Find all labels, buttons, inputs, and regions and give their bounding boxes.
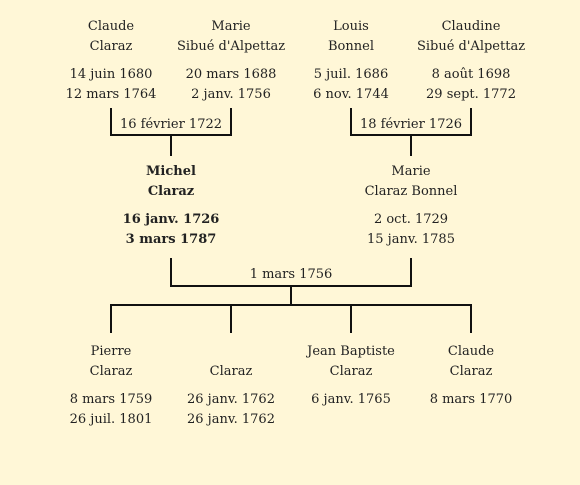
child-4: Claude Claraz 8 mars 1770	[406, 342, 536, 410]
grandparent-4-death: 29 sept. 1772	[426, 87, 516, 102]
child-2: Claraz 26 janv. 1762 26 janv. 1762	[166, 342, 296, 430]
parent-father-birth: 16 janv. 1726	[122, 212, 220, 227]
child-4-last-name: Claraz	[449, 364, 493, 379]
parent-father-last-name: Claraz	[147, 184, 195, 199]
marriage-date-left: 16 février 1722	[119, 117, 223, 132]
marriage-date-parents: 1 mars 1756	[249, 267, 333, 282]
grandparent-4-last-name: Sibué d'Alpettaz	[416, 39, 526, 54]
parent-mother-death: 15 janv. 1785	[367, 232, 455, 247]
child-3-birth: 6 janv. 1765	[311, 392, 391, 407]
grandparent-2: Marie Sibué d'Alpettaz 20 mars 1688 2 ja…	[166, 17, 296, 105]
parent-father: Michel Claraz 16 janv. 1726 3 mars 1787	[106, 162, 236, 250]
grandparent-4-first-name: Claudine	[441, 19, 501, 34]
grandparent-3-first-name: Louis	[333, 19, 369, 34]
parent-father-first-name: Michel	[146, 164, 196, 179]
grandparent-1-birth: 14 juin 1680	[69, 67, 153, 82]
child-4-birth: 8 mars 1770	[429, 392, 513, 407]
child-1-first-name: Pierre	[90, 344, 132, 359]
child-2-death: 26 janv. 1762	[187, 412, 275, 427]
grandparent-2-birth: 20 mars 1688	[185, 67, 277, 82]
child-1: Pierre Claraz 8 mars 1759 26 juil. 1801	[46, 342, 176, 430]
grandparent-4-birth: 8 août 1698	[431, 67, 511, 82]
child-1-last-name: Claraz	[89, 364, 133, 379]
grandparent-3-death: 6 nov. 1744	[313, 87, 389, 102]
child-3-last-name: Claraz	[329, 364, 373, 379]
marriage-date-right: 18 février 1726	[359, 117, 463, 132]
child-2-first-name	[166, 342, 296, 362]
child-2-birth: 26 janv. 1762	[187, 392, 275, 407]
parent-mother: Marie Claraz Bonnel 2 oct. 1729 15 janv.…	[346, 162, 476, 250]
grandparent-1-death: 12 mars 1764	[65, 87, 157, 102]
child-1-birth: 8 mars 1759	[69, 392, 153, 407]
child-4-first-name: Claude	[447, 344, 495, 359]
grandparent-2-death: 2 janv. 1756	[191, 87, 271, 102]
grandparent-2-first-name: Marie	[211, 19, 251, 34]
parent-mother-last-name: Claraz Bonnel	[364, 184, 458, 199]
grandparent-3: Louis Bonnel 5 juil. 1686 6 nov. 1744	[286, 17, 416, 105]
grandparent-1-last-name: Claraz	[89, 39, 133, 54]
grandparent-2-last-name: Sibué d'Alpettaz	[176, 39, 286, 54]
child-3-first-name: Jean Baptiste	[307, 344, 395, 359]
grandparent-1-first-name: Claude	[87, 19, 135, 34]
grandparent-3-last-name: Bonnel	[328, 39, 374, 54]
grandparent-3-birth: 5 juil. 1686	[313, 67, 389, 82]
child-3: Jean Baptiste Claraz 6 janv. 1765	[286, 342, 416, 410]
grandparent-1: Claude Claraz 14 juin 1680 12 mars 1764	[46, 17, 176, 105]
child-2-last-name: Claraz	[209, 364, 253, 379]
child-1-death: 26 juil. 1801	[69, 412, 153, 427]
parent-mother-birth: 2 oct. 1729	[373, 212, 449, 227]
parent-father-death: 3 mars 1787	[125, 232, 217, 247]
parent-mother-first-name: Marie	[391, 164, 431, 179]
grandparent-4: Claudine Sibué d'Alpettaz 8 août 1698 29…	[406, 17, 536, 105]
